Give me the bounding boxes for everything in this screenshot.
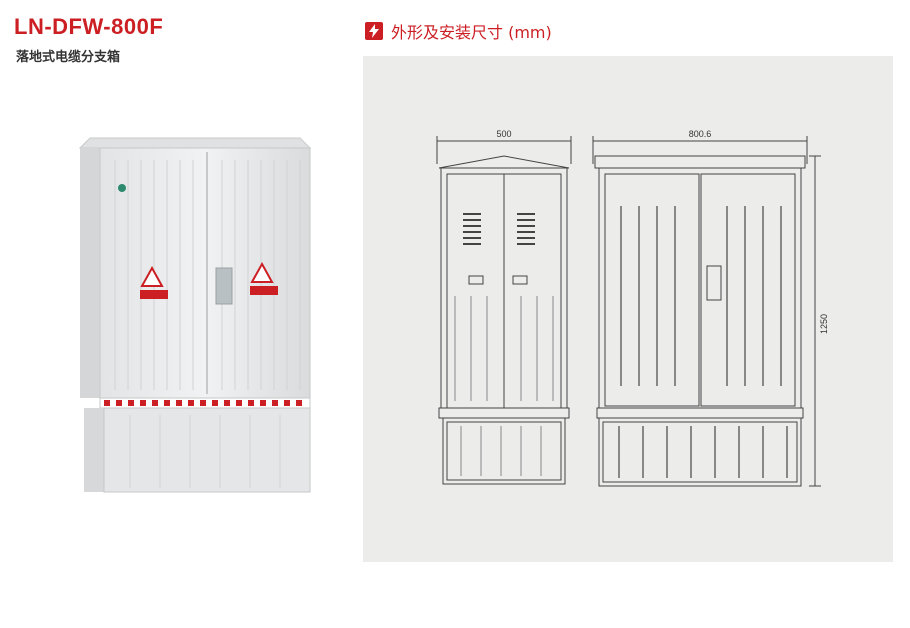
dimension-drawing-panel: 500 800.6: [363, 56, 893, 562]
side-width-label: 500: [496, 129, 511, 139]
warning-sign-right: [250, 261, 278, 295]
section-title: 外形及安装尺寸 (mm): [391, 23, 552, 42]
warning-sign-left: [140, 265, 168, 299]
product-model-title: LN-DFW-800F: [14, 14, 164, 39]
section-header: 外形及安装尺寸 (mm): [365, 20, 552, 42]
height-label: 1250: [819, 314, 829, 334]
front-width-label: 800.6: [689, 129, 712, 139]
lightning-bolt-icon: [365, 22, 383, 40]
product-name: 落地式电缆分支箱: [16, 50, 121, 65]
product-photo: [70, 130, 320, 500]
